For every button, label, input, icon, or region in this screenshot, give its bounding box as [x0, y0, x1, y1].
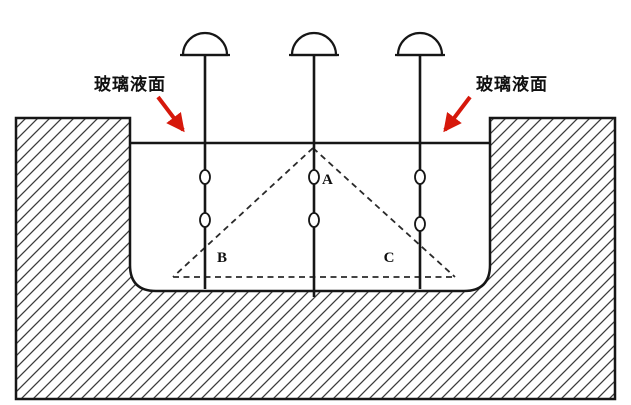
- electrode-dome: [396, 31, 444, 57]
- insulator-bead: [199, 169, 211, 185]
- furnace-body-hatched: [14, 116, 617, 401]
- insulator-bead: [199, 212, 211, 228]
- label-glass-surface-right: 玻璃液面: [476, 74, 548, 94]
- electrode-dome: [290, 31, 338, 57]
- label-glass-surface-left: 玻璃液面: [94, 74, 166, 94]
- electrode-center: [289, 31, 339, 297]
- insulator-bead: [308, 169, 320, 185]
- label-point-c: C: [384, 250, 395, 266]
- arrow-left-icon: [156, 95, 185, 133]
- electrode-right: [395, 31, 445, 289]
- insulator-bead: [308, 212, 320, 228]
- insulator-bead: [414, 169, 426, 185]
- label-point-a: A: [322, 172, 333, 188]
- electrode-left: [180, 31, 230, 289]
- label-point-b: B: [217, 250, 227, 266]
- arrow-right-icon: [443, 95, 472, 133]
- electrode-dome: [181, 31, 229, 57]
- insulator-bead: [414, 216, 426, 232]
